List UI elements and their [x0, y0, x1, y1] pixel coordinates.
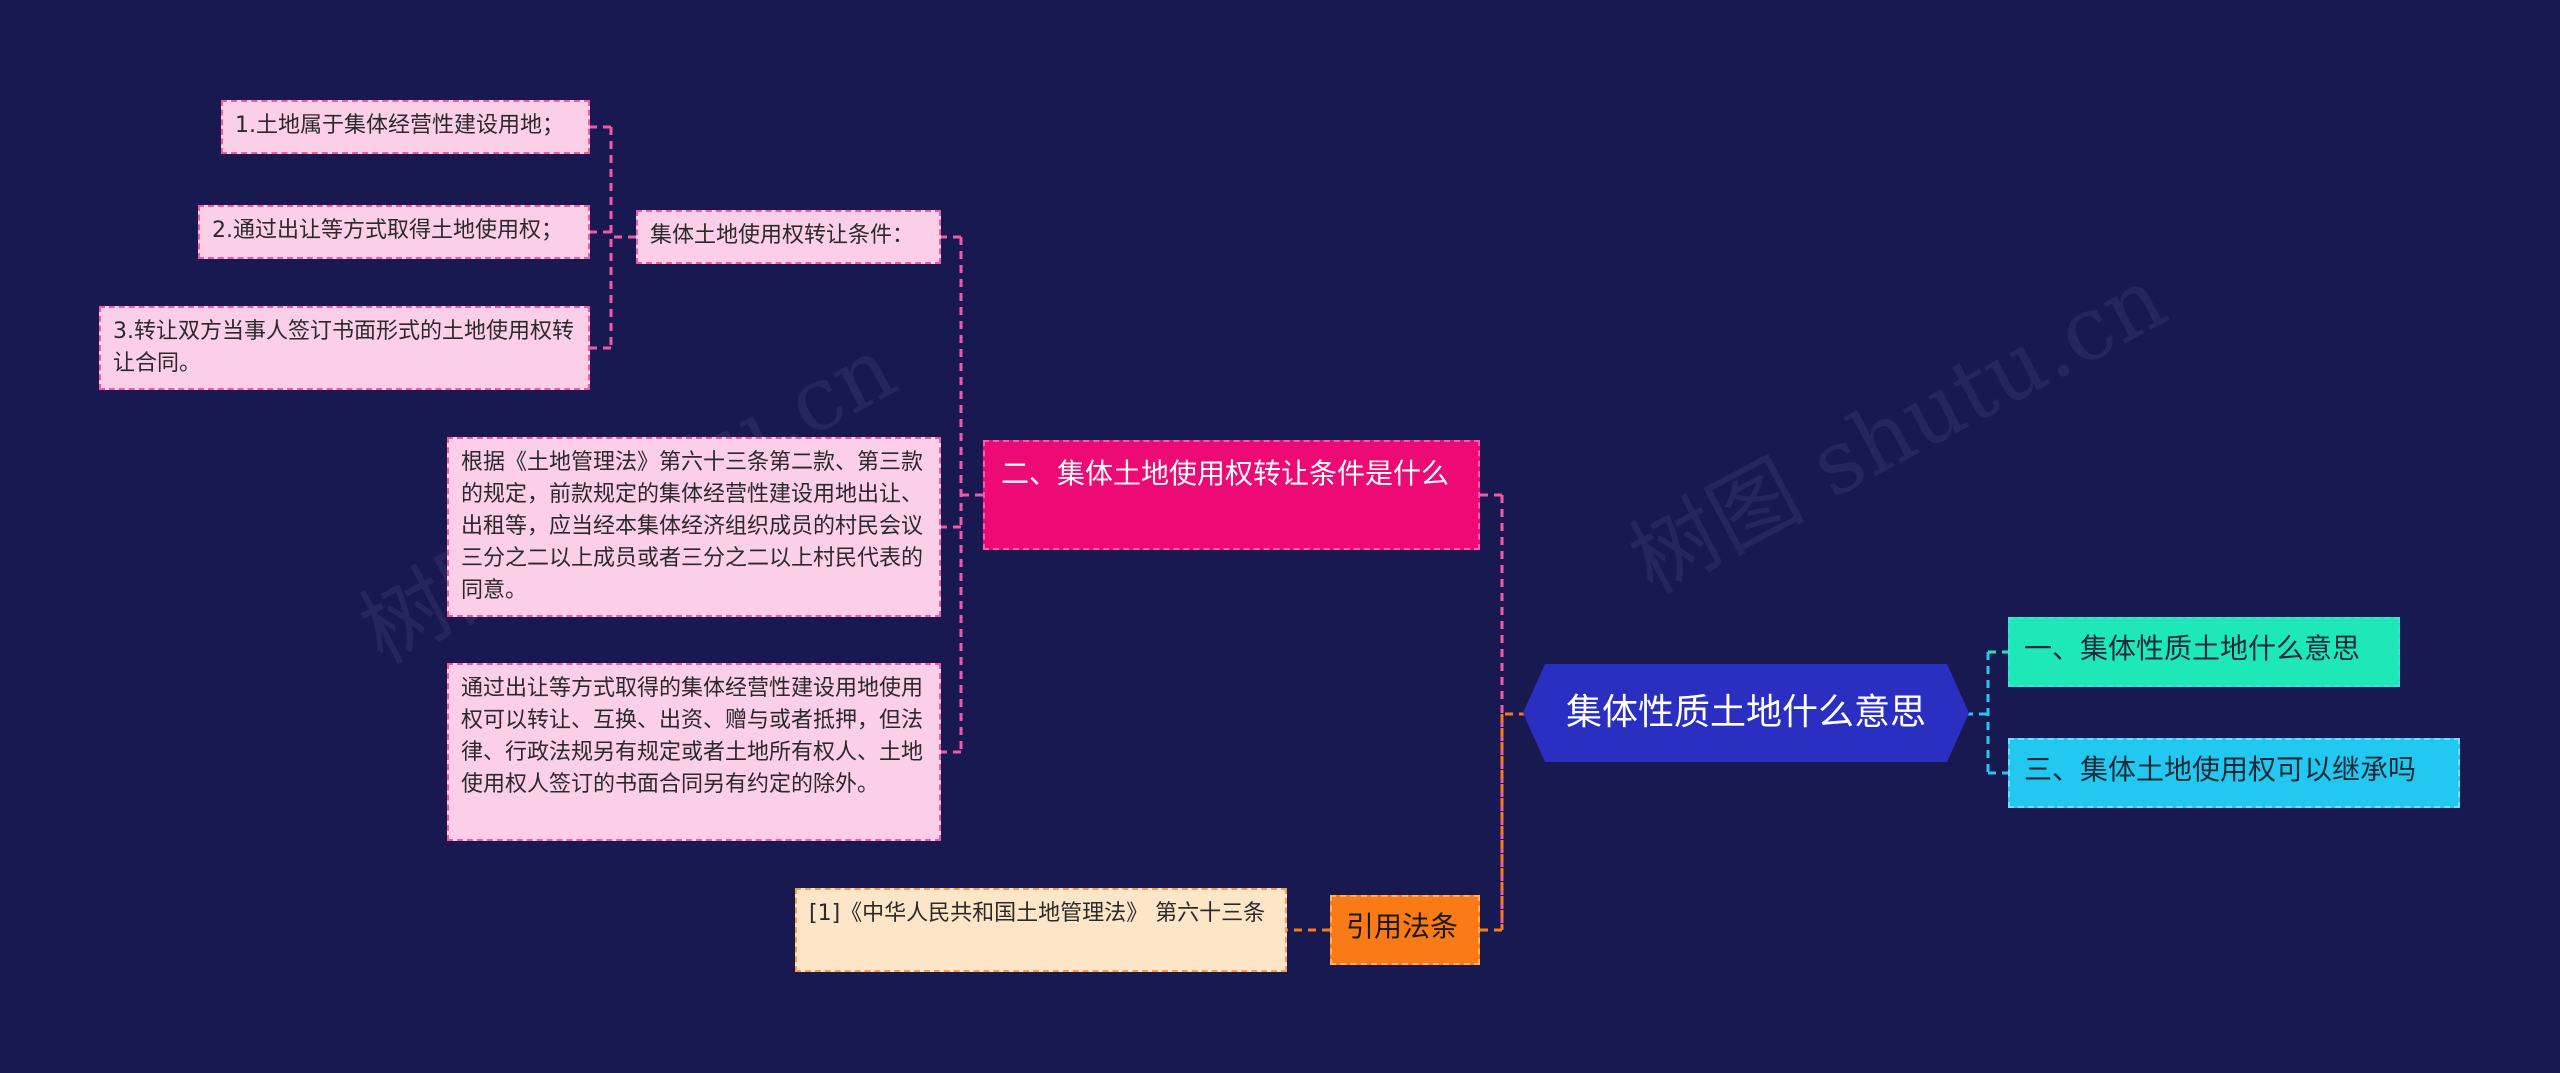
condition-item-3-text: 3.转让双方当事人签订书面形式的土地使用权转让合同。	[113, 319, 574, 376]
root-topic-label: 集体性质土地什么意思	[1565, 691, 1926, 733]
transfer-paragraph-2[interactable]: 通过出让等方式取得的集体经营性建设用地使用权可以转让、互换、出资、赠与或者抵押，…	[447, 663, 941, 841]
law-citation-text: [1]《中华人民共和国土地管理法》 第六十三条	[809, 901, 1266, 926]
condition-item-2-text: 2.通过出让等方式取得土地使用权；	[212, 218, 563, 243]
condition-item-2[interactable]: 2.通过出让等方式取得土地使用权；	[198, 205, 590, 259]
root-topic[interactable]: 集体性质土地什么意思	[1523, 664, 1969, 762]
transfer-paragraph-2-text: 通过出让等方式取得的集体经营性建设用地使用权可以转让、互换、出资、赠与或者抵押，…	[461, 676, 924, 797]
conditions-heading-label: 集体土地使用权转让条件：	[650, 223, 915, 248]
transfer-paragraph-1[interactable]: 根据《土地管理法》第六十三条第二款、第三款的规定，前款规定的集体经营性建设用地出…	[447, 437, 941, 617]
conditions-heading-node[interactable]: 集体土地使用权转让条件：	[636, 210, 941, 264]
topic-meaning-label: 一、集体性质土地什么意思	[2024, 632, 2361, 665]
condition-item-1-text: 1.土地属于集体经营性建设用地；	[235, 113, 564, 138]
topic-transfer-conditions-label: 二、集体土地使用权转让条件是什么	[1001, 457, 1450, 490]
condition-item-3[interactable]: 3.转让双方当事人签订书面形式的土地使用权转让合同。	[99, 306, 590, 390]
topic-cited-law[interactable]: 引用法条	[1330, 895, 1480, 965]
transfer-paragraph-1-text: 根据《土地管理法》第六十三条第二款、第三款的规定，前款规定的集体经营性建设用地出…	[461, 450, 924, 603]
topic-meaning[interactable]: 一、集体性质土地什么意思	[2008, 617, 2400, 687]
topic-cited-law-label: 引用法条	[1346, 910, 1459, 943]
topic-inheritance[interactable]: 三、集体土地使用权可以继承吗	[2008, 738, 2460, 808]
topic-inheritance-label: 三、集体土地使用权可以继承吗	[2024, 753, 2417, 786]
topic-transfer-conditions[interactable]: 二、集体土地使用权转让条件是什么	[983, 440, 1480, 550]
condition-item-1[interactable]: 1.土地属于集体经营性建设用地；	[221, 100, 590, 154]
law-citation[interactable]: [1]《中华人民共和国土地管理法》 第六十三条	[795, 888, 1287, 972]
